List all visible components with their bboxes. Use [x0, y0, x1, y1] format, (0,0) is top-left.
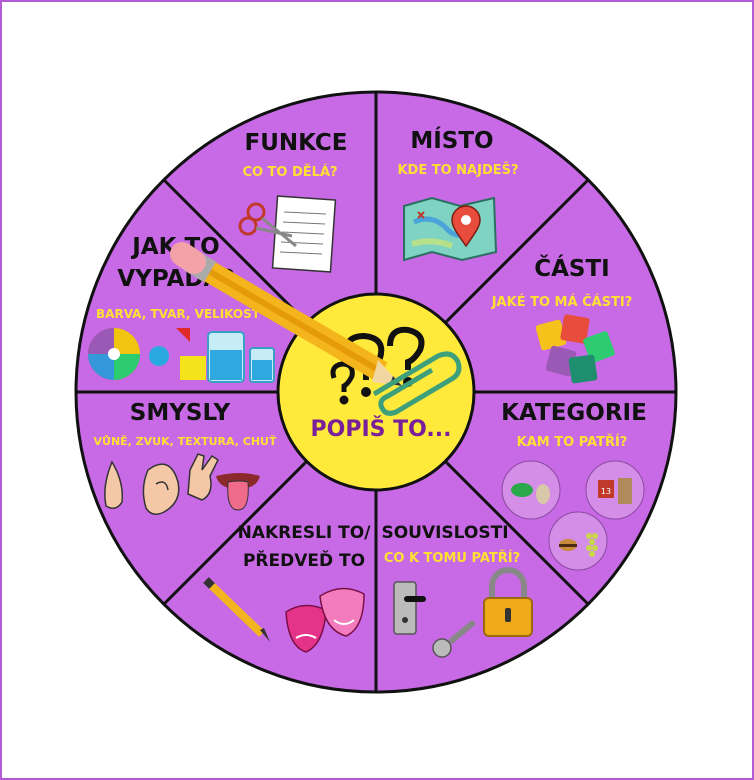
puzzle-icon: [535, 314, 615, 384]
sector-casti: ČÁSTI JAKÉ TO MÁ ČÁSTI?: [491, 254, 633, 384]
clothes-icon: 13: [585, 460, 645, 520]
sector-subtitle: CO K TOMU PATŘÍ?: [384, 550, 520, 566]
tongue-icon: [216, 473, 260, 511]
svg-text:13: 13: [601, 487, 611, 496]
pencil-icon: [170, 242, 402, 386]
padlock-icon: [483, 567, 533, 637]
sector-subtitle: KAM TO PATŘÍ?: [517, 434, 628, 450]
sector-title: KATEGORIE: [501, 400, 647, 426]
scissors-paper-icon: [238, 195, 337, 273]
sector-title: FUNKCE: [244, 130, 347, 156]
sector-subtitle: KDE TO NAJDEŠ?: [397, 162, 518, 178]
sector-souvislosti: SOUVISLOSTI CO K TOMU PATŘÍ?: [381, 523, 533, 658]
sector-misto: MÍSTO KDE TO NAJDEŠ?: [397, 126, 519, 262]
key-icon: [432, 619, 476, 658]
hand-icon: [187, 453, 219, 501]
ear-icon: [142, 463, 180, 515]
sector-title: SOUVISLOSTI: [381, 523, 508, 543]
pencil-icon: [203, 577, 270, 642]
sector-subtitle: BARVA, TVAR, VELIKOST: [96, 307, 261, 321]
sector-title-line2: PŘEDVEĎ TO: [243, 549, 365, 571]
sector-title: ČÁSTI: [534, 254, 610, 282]
glasses-icon: [207, 331, 275, 383]
food-icon: [548, 511, 608, 571]
theatre-masks-icon: [285, 587, 365, 653]
sector-smysly: SMYSLY VŮNĚ, ZVUK, TEXTURA, CHUŤ: [94, 400, 277, 515]
map-pin-icon: [403, 196, 498, 262]
shapes-icon: [149, 328, 206, 380]
sector-title: MÍSTO: [410, 126, 493, 154]
sector-funkce: FUNKCE CO TO DĚLÁ?: [238, 130, 348, 273]
center-label: POPIŠ TO...: [311, 416, 452, 442]
sector-subtitle: CO TO DĚLÁ?: [242, 164, 337, 180]
animals-icon: [501, 460, 561, 520]
door-handle-icon: [393, 581, 426, 635]
sector-kategorie: KATEGORIE KAM TO PATŘÍ? 13: [501, 400, 647, 571]
sector-title-line1: NAKRESLI TO/: [238, 523, 372, 543]
sector-nakresli: NAKRESLI TO/ PŘEDVEĎ TO: [203, 523, 372, 653]
sector-title: SMYSLY: [130, 400, 231, 426]
sector-subtitle: JAKÉ TO MÁ ČÁSTI?: [491, 294, 633, 310]
nose-icon: [104, 460, 124, 509]
color-wheel-icon: [88, 328, 140, 380]
sector-subtitle: VŮNĚ, ZVUK, TEXTURA, CHUŤ: [94, 435, 277, 448]
paperclip-icon: [372, 351, 462, 416]
